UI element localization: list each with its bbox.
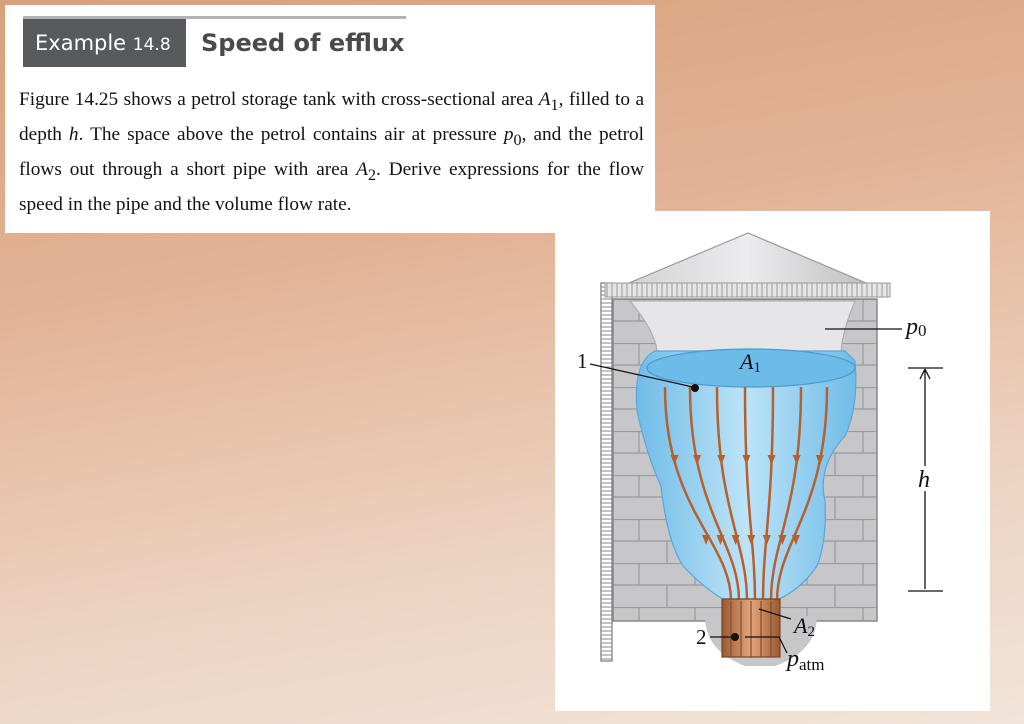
point-1 [589, 363, 699, 392]
streamline-arrow [731, 535, 740, 545]
example-header: Example 14.8 Speed of efflux [23, 16, 406, 69]
streamline-arrow [742, 455, 751, 465]
label-point-1: 1 [577, 349, 588, 373]
streamline-arrow [693, 455, 702, 465]
streamline-arrow [792, 455, 801, 465]
streamline-arrow [815, 455, 824, 465]
label-a1: A1 [738, 349, 761, 376]
label-patm: patm [785, 646, 825, 674]
streamline [761, 386, 775, 657]
label-h: h [918, 467, 930, 493]
patm-pointer [745, 636, 788, 654]
streamline-arrows [670, 455, 824, 545]
outlet-pipe [721, 598, 781, 658]
streamline-arrow [716, 535, 725, 545]
example-tag: Example 14.8 [23, 19, 186, 67]
petrol-surface [646, 348, 856, 388]
example-title: Speed of efflux [201, 29, 405, 57]
text-panel: Example 14.8 Speed of efflux Figure 14.2… [5, 5, 655, 233]
label-p0: p0 [904, 314, 927, 340]
streamlines [663, 386, 829, 657]
problem-statement: Figure 14.25 shows a petrol storage tank… [19, 89, 645, 215]
example-label: Example [35, 31, 127, 55]
streamline-arrow [791, 535, 800, 545]
streamline [743, 386, 757, 657]
a2-pointer [758, 608, 792, 620]
h-dimension [908, 367, 943, 592]
streamline [688, 386, 741, 657]
streamline [663, 386, 733, 657]
label-a2: A2 [792, 613, 815, 640]
streamline-arrow [747, 535, 756, 545]
streamline-arrow [717, 455, 726, 465]
streamline [715, 386, 749, 657]
streamline-arrow [670, 455, 679, 465]
example-number: 14.8 [132, 35, 171, 55]
point-2 [710, 633, 739, 641]
tank-roof [604, 232, 891, 298]
streamline [769, 386, 803, 657]
tank-ladder [600, 282, 613, 662]
streamline-arrow [762, 535, 771, 545]
streamline-arrow [702, 535, 711, 545]
tank-diagram: 1 2 A1 A2 p0 h patm [577, 232, 943, 674]
label-point-2: 2 [696, 625, 707, 649]
figure-panel: 1 2 A1 A2 p0 h patm [555, 211, 990, 711]
streamline [775, 386, 829, 657]
streamline-arrow [767, 455, 776, 465]
streamline-arrow [778, 535, 787, 545]
